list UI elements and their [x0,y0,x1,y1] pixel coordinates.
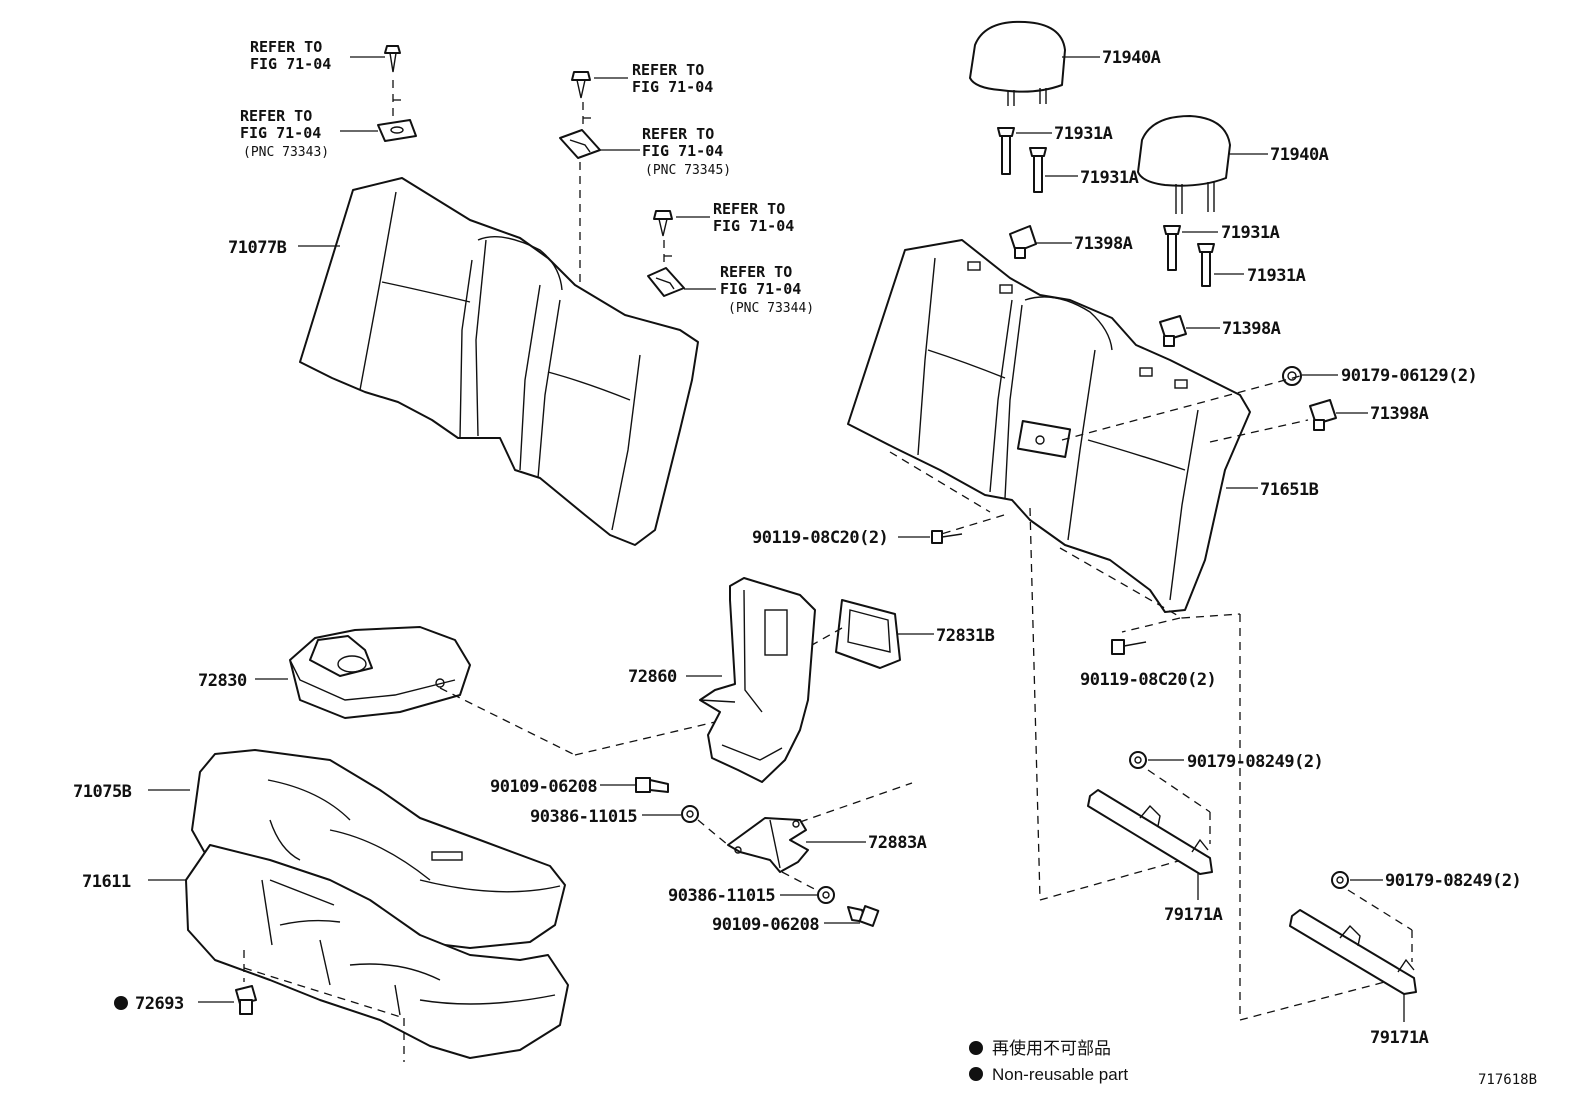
fig-ref-text: FIG 71-04 [240,124,321,142]
armrest [289,626,471,719]
nut-icon [1331,871,1349,889]
part-label-79171A: 79171A [1164,905,1223,925]
fig-ref-text: FIG 71-04 [713,217,794,235]
bolt-icon [635,777,669,793]
nut-icon [817,886,835,904]
part-label-90386-11015: 90386-11015 [668,886,775,906]
retainer-icon [559,129,601,159]
refer-to-text: REFER TO [240,107,312,125]
part-label-71931A: 71931A [1247,266,1306,286]
legend-text-jp: 再使用不可部品 [992,1038,1111,1058]
lock-knob-icon [1009,225,1037,259]
figure-code: 717618B [1478,1072,1537,1088]
clip-icon [235,985,257,1015]
refer-to-text: REFER TO [713,200,785,218]
armrest-bracket [727,817,809,873]
nut-icon [1282,366,1302,386]
part-label-90179-08249: 90179-08249(2) [1187,752,1323,772]
part-label-72830: 72830 [198,671,247,691]
legend-marker [969,1067,983,1081]
refer-to-text: REFER TO [632,61,704,79]
screw-icon [653,210,673,237]
headrest-support-icon [997,127,1015,175]
headrest-1 [969,20,1066,106]
part-label-79171A: 79171A [1370,1028,1429,1048]
refer-to-text: REFER TO [642,125,714,143]
pnc-note: (PNC 73344) [728,301,814,316]
part-label-71398A: 71398A [1370,404,1429,424]
part-label-72693: 72693 [135,994,184,1014]
refer-group-1: REFER TO FIG 71-04 REFER TO FIG 71-04 (P… [240,38,417,160]
fig-ref-text: FIG 71-04 [720,280,801,298]
fig-ref-text: FIG 71-04 [250,55,331,73]
legend-text-en: Non-reusable part [992,1065,1128,1084]
refer-to-text: REFER TO [250,38,322,56]
bolt-icon [1111,639,1147,655]
part-label-72860: 72860 [628,667,677,687]
part-label-71398A: 71398A [1074,234,1133,254]
headrest-support-icon [1163,225,1181,271]
refer-group-2: REFER TO FIG 71-04 REFER TO FIG 71-04 (P… [559,61,731,288]
armrest-bezel [835,599,901,669]
refer-to-text: REFER TO [720,263,792,281]
part-label-71940A: 71940A [1270,145,1329,165]
headrest-2 [1137,115,1231,214]
pnc-note: (PNC 73345) [645,163,731,178]
part-label-90386-11015: 90386-11015 [530,807,637,827]
seatback-frame-right [847,239,1251,613]
part-label-71940A: 71940A [1102,48,1161,68]
part-label-71077B: 71077B [228,238,287,258]
hook-bracket [1289,909,1417,995]
part-label-71398A: 71398A [1222,319,1281,339]
part-label-90119-08C20: 90119-08C20(2) [752,528,888,548]
headrest-support-icon [1197,243,1215,287]
legend: 再使用不可部品 Non-reusable part [969,1038,1128,1084]
retainer-icon [647,267,685,297]
non-reusable-marker [114,996,128,1010]
part-label-71931A: 71931A [1221,223,1280,243]
part-label-71651B: 71651B [1260,480,1319,500]
headrest-support-icon [1029,147,1047,193]
bolt-icon [847,905,880,927]
fig-ref-text: FIG 71-04 [632,78,713,96]
part-label-90179-08249: 90179-08249(2) [1385,871,1521,891]
screw-icon [384,45,401,73]
seatback-cover-left [299,177,699,546]
nut-icon [681,805,699,823]
part-label-90119-08C20: 90119-08C20(2) [1080,670,1216,690]
part-label-90109-06208: 90109-06208 [490,777,597,797]
hook-bracket [1087,789,1213,875]
refer-group-3: REFER TO FIG 71-04 REFER TO FIG 71-04 (P… [647,200,814,316]
bolt-icon [931,530,963,544]
fig-ref-text: FIG 71-04 [642,142,723,160]
part-label-71931A: 71931A [1080,168,1139,188]
part-label-72883A: 72883A [868,833,927,853]
pnc-note: (PNC 73343) [243,145,329,160]
part-label-90179-06129: 90179-06129(2) [1341,366,1477,386]
nut-icon [1129,751,1147,769]
screw-icon [571,71,591,99]
part-label-71931A: 71931A [1054,124,1113,144]
lock-knob-icon [1159,315,1187,347]
lock-knob-icon [1309,399,1337,431]
part-label-72831B: 72831B [936,626,995,646]
armrest-hinge-cover [699,577,816,783]
part-label-71611: 71611 [82,872,131,892]
retainer-icon [377,119,417,142]
cushion-pad [185,844,569,1059]
part-label-71075B: 71075B [73,782,132,802]
part-label-90109-06208: 90109-06208 [712,915,819,935]
legend-marker [969,1041,983,1055]
